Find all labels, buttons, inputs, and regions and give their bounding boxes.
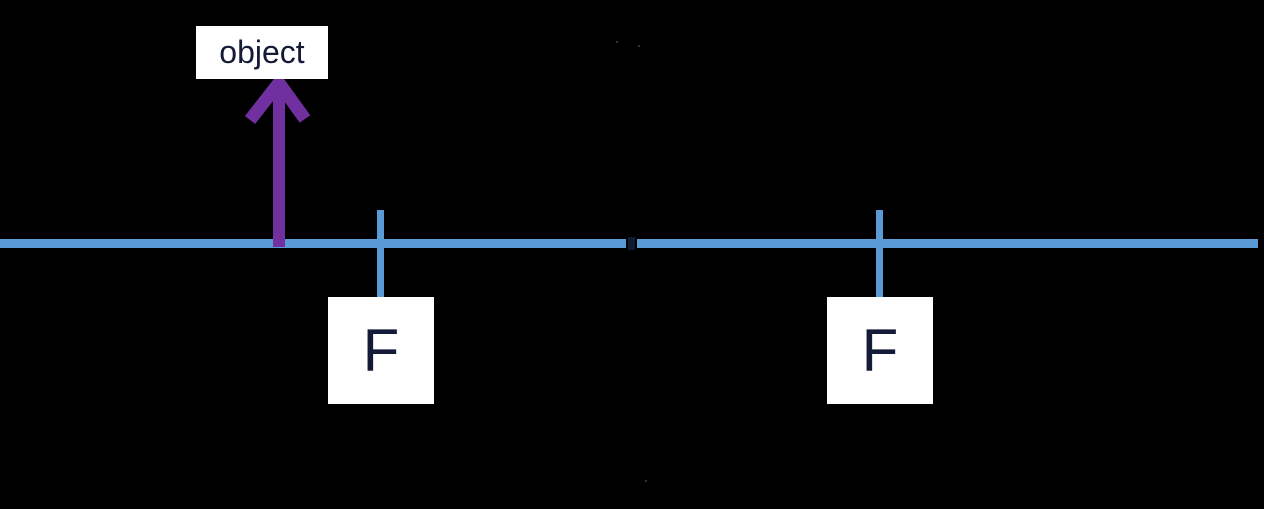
focal-label-right: F [827,297,933,404]
optical-axis-right-segment [637,239,1258,248]
pixel-artifact [645,480,647,482]
object-label: object [196,26,328,79]
focal-tick-right [876,210,883,305]
optical-axis-left-segment [0,239,626,248]
object-label-text: object [219,34,305,70]
pixel-artifact [638,45,640,47]
focal-label-left-text: F [362,317,400,384]
focal-label-right-text: F [861,317,899,384]
lens-position-marker [628,237,635,250]
pixel-artifact [616,41,618,43]
focal-label-left: F [328,297,434,404]
focal-tick-left [377,210,384,305]
object-arrow-icon [244,74,311,247]
